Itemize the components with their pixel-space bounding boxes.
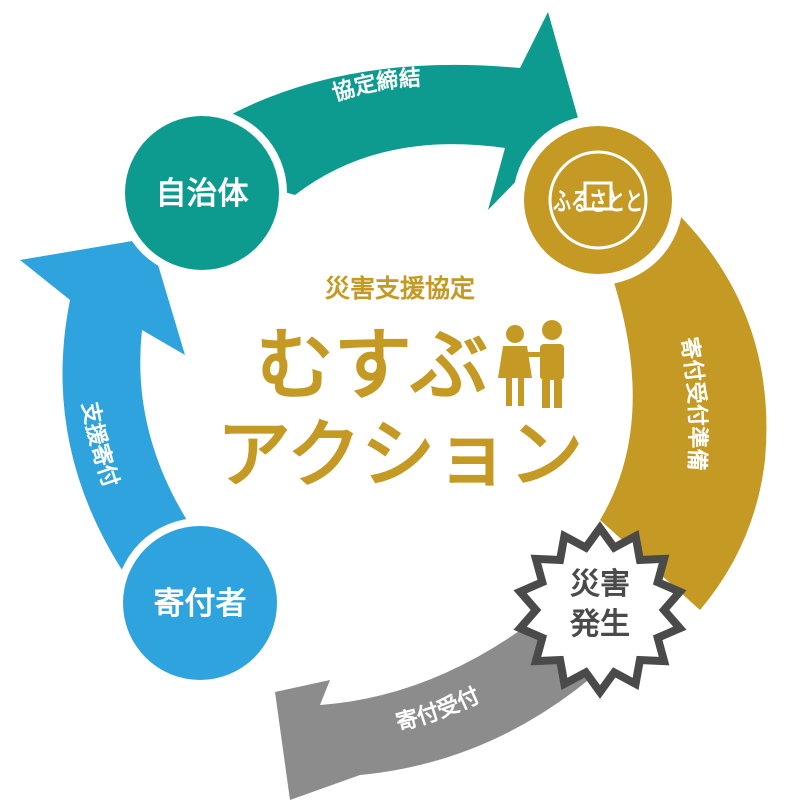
furusato-logo: ふるさとと <box>513 115 683 285</box>
center-title-line1: むすぶ <box>256 320 488 411</box>
node-jichitai: 自治体 <box>117 108 287 278</box>
node-jichitai-label: 自治体 <box>156 176 249 212</box>
node-donor: 寄付者 <box>115 518 285 688</box>
logo-text: ふるさとと <box>553 187 643 216</box>
logo-square-icon <box>583 181 613 211</box>
center-title-block: 災害支援協定 むすぶ アクション <box>217 274 583 498</box>
arrow-support-donation <box>20 238 200 582</box>
node-donor-label: 寄付者 <box>154 586 247 622</box>
disaster-label-line2: 発生 <box>569 607 630 642</box>
arrow-donation-prep <box>600 180 767 610</box>
center-title-line2: アクション <box>217 412 583 498</box>
center-subtitle: 災害支援協定 <box>325 274 475 303</box>
disaster-label-line1: 災害 <box>570 567 630 602</box>
disaster-burst: 災害 発生 <box>513 521 687 699</box>
people-icon <box>498 320 564 408</box>
